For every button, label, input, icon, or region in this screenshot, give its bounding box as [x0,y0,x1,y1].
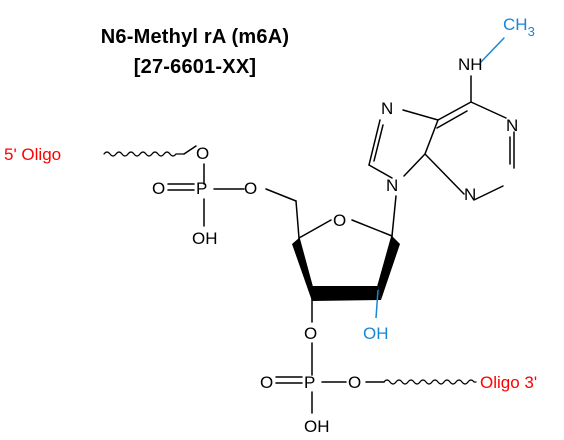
atom-o-3-bridge: O [348,373,361,392]
atom-o-5-bridge: O [196,144,209,163]
hydroxyl-3-phosphate: OH [304,417,330,436]
hydroxyl-2-prime: OH [363,324,389,343]
atom-o-ring: O [333,211,346,230]
methyl-label: CH [503,15,528,34]
bonds [103,37,515,414]
atom-n3: N [464,185,476,204]
methyl-subscript: 3 [528,24,535,39]
catalog-number: [27-6601-XX] [133,56,257,78]
bond-c2-oh [375,289,379,319]
atom-n1: N [506,116,518,135]
atom-o-5-prime: O [244,179,257,198]
oligo-3-wavy-link [383,379,477,385]
wedge-c3-c2 [312,286,381,301]
atom-n6-amine: NH [458,55,483,74]
atom-p-5: P [196,179,207,198]
oligo-5-wavy-link [103,151,185,157]
oligo-5-label: 5' Oligo [4,145,61,164]
atom-o-3-double: O [260,373,273,392]
atom-o-5-double: O [152,179,165,198]
atom-p-3: P [304,373,315,392]
oligo-3-label: Oligo 3' [480,373,537,392]
methyl-group: CH3 [503,15,535,39]
atom-n9: N [386,176,398,195]
atom-o-3-prime: O [304,324,317,343]
compound-title: N6-Methyl rA (m6A) [100,26,290,48]
hydroxyl-5-phosphate: OH [192,229,218,248]
atom-n7: N [381,99,393,118]
wedge-c4-c3 [292,238,312,301]
wedge-c1-c2 [378,236,400,300]
